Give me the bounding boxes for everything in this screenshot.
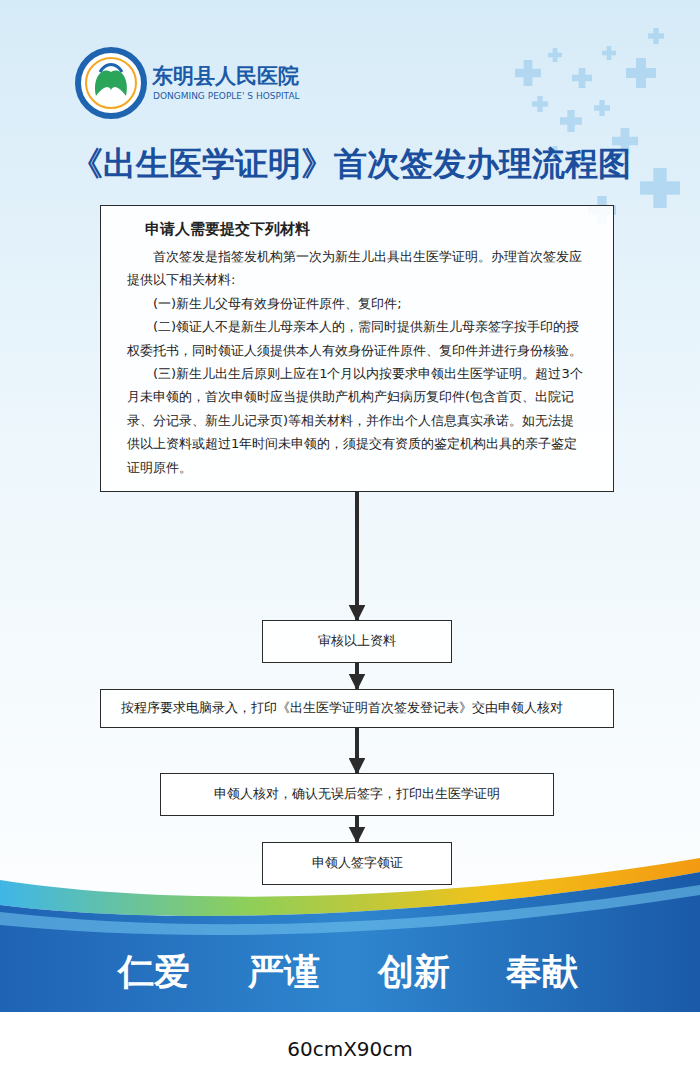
slogan-word: 仁爱 [118,948,190,997]
flow-arrow [355,492,359,620]
box-paragraph: (二)领证人不是新生儿母亲本人的，需同时提供新生儿母亲签字按手印的授权委托书，同… [127,315,587,362]
box-paragraph: (一)新生儿父母有效身份证件原件、复印件; [127,292,587,315]
flow-arrow [355,663,359,689]
hospital-logo [78,50,144,116]
step-text: 申领人签字领证 [271,853,443,874]
process-box: 申领人核对，确认无误后签字，打印出生医学证明 [160,773,554,816]
box-paragraph: (三)新生儿出生后原则上应在1个月以内按要求申领出生医学证明。超过3个月未申领的… [127,362,587,479]
materials-box: 申请人需要提交下列材料首次签发是指签发机构第一次为新生儿出具出生医学证明。办理首… [100,205,614,492]
process-box: 按程序要求电脑录入，打印《出生医学证明首次签发登记表》交由申领人核对 [100,689,614,728]
swoosh-stripe [0,885,700,935]
step-text: 按程序要求电脑录入，打印《出生医学证明首次签发登记表》交由申领人核对 [121,698,593,719]
box-heading: 申请人需要提交下列材料 [145,220,587,239]
process-box: 审核以上资料 [262,620,452,663]
gradient-ground [0,0,700,1012]
blue-band [0,872,700,1012]
step-text: 审核以上资料 [271,631,443,652]
size-note: 60cmX90cm [0,1037,700,1061]
box-paragraph: 首次签发是指签发机构第一次为新生儿出具出生医学证明。办理首次签发应提供以下相关材… [127,245,587,292]
hospital-name: 东明县人民医院 [152,62,299,90]
flow-arrow [355,728,359,773]
poster-title: 《出生医学证明》首次签发办理流程图 [0,142,700,187]
slogan-word: 奉献 [506,948,578,997]
slogan-word: 严谨 [248,948,320,997]
process-box: 申领人签字领证 [262,842,452,885]
slogan-word: 创新 [378,948,450,997]
step-text: 申领人核对，确认无误后签字，打印出生医学证明 [173,784,541,805]
hospital-english-name: DONGMING PEOPLE' S HOSPITAL [153,91,300,101]
flow-arrow [355,816,359,842]
cross-decoration [515,28,680,224]
